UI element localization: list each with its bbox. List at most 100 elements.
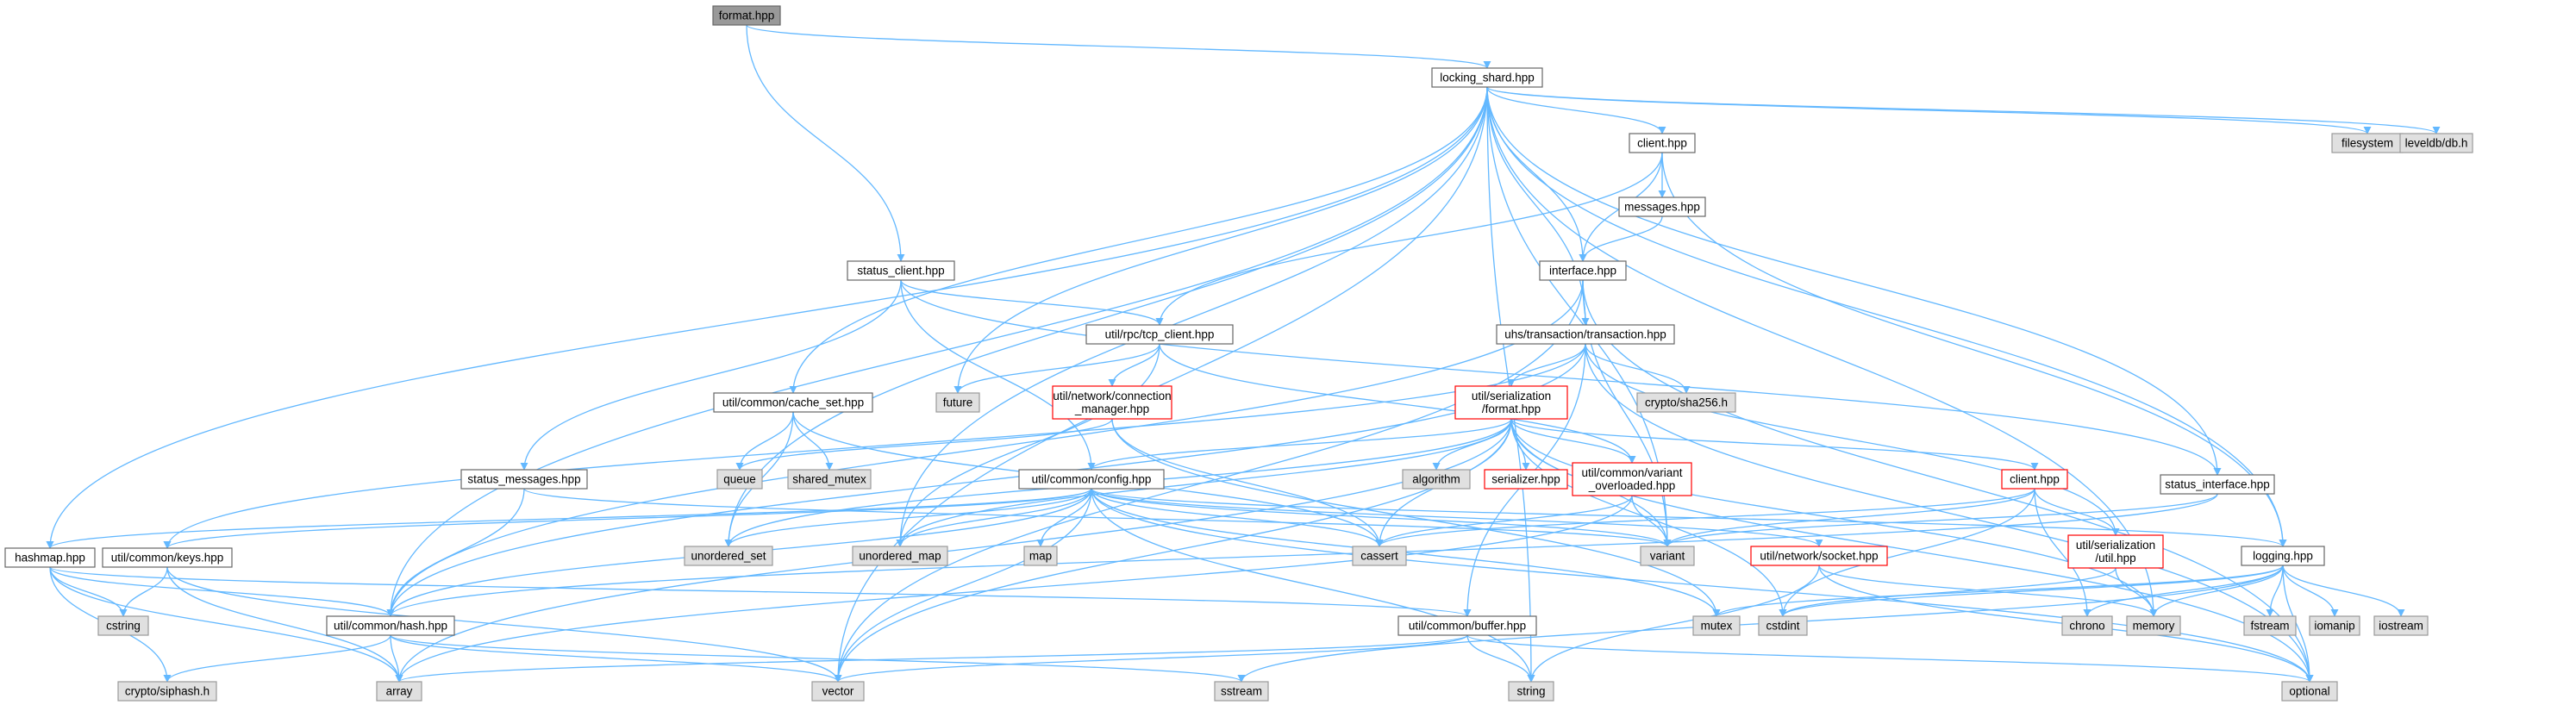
node-cassert: cassert (1352, 546, 1407, 566)
node-hash[interactable]: util/common/hash.hpp (326, 615, 455, 636)
node-serializer[interactable]: serializer.hpp (1484, 469, 1568, 490)
node-box (2309, 615, 2360, 636)
node-client-red[interactable]: client.hpp (2001, 469, 2068, 490)
edge-ser_format-to-memory (1510, 418, 2158, 617)
node-logging[interactable]: logging.hpp (2241, 546, 2325, 566)
edge-client_red-to-variant (1663, 488, 2035, 547)
node-label: _manager.hpp (1074, 402, 1149, 415)
node-mutex: mutex (1692, 615, 1741, 636)
edge-interface-to-optional (1582, 279, 2314, 683)
edge-keys-to-vector (166, 566, 842, 683)
node-status-interface[interactable]: status_interface.hpp (2160, 474, 2275, 495)
edge-hashmap-to-cstring (49, 566, 128, 617)
edge-status_client-to-config (900, 279, 1096, 471)
node-label: util/common/cache_set.hpp (722, 396, 864, 409)
node-label: locking_shard.hpp (1440, 72, 1535, 84)
node-box (811, 681, 865, 702)
edge-locking_shard-to-memory (1486, 86, 2158, 617)
edge-hash-to-siphash (163, 634, 391, 683)
edge-interface-to-hash (386, 279, 1584, 617)
edge-config-to-string (1091, 488, 1535, 683)
node-algorithm: algorithm (1402, 469, 1471, 490)
node-ser-util[interactable]: util/serialization/util.hpp (2067, 534, 2164, 569)
edge-variant_overloaded-to-cassert (1375, 495, 1633, 547)
node-box (1454, 385, 1568, 420)
node-box (326, 615, 455, 636)
node-label: serializer.hpp (1491, 473, 1560, 486)
node-label: util/common/config.hpp (1032, 473, 1152, 486)
edge-config-to-cassert (1091, 488, 1384, 547)
edge-conn_mgr-to-queue (735, 418, 1113, 471)
node-label: interface.hpp (1549, 265, 1616, 278)
edge-config-to-keys (163, 488, 1092, 549)
node-string: string (1508, 681, 1554, 702)
node-transaction[interactable]: uhs/transaction/transaction.hpp (1496, 324, 1675, 345)
node-format-hpp[interactable]: format.hpp (712, 5, 781, 26)
node-locking-shard[interactable]: locking_shard.hpp (1431, 67, 1543, 88)
edge-ser_format-to-cstdint (1510, 418, 1787, 617)
node-label: optional (2289, 685, 2329, 698)
node-socket[interactable]: util/network/socket.hpp (1750, 546, 1888, 566)
node-label: vector (822, 685, 854, 698)
node-box (2243, 615, 2297, 636)
node-label: chrono (2069, 620, 2104, 633)
node-conn-mgr[interactable]: util/network/connection_manager.hpp (1052, 385, 1172, 420)
node-box (713, 392, 873, 413)
edge-format_hpp-to-status_client (746, 24, 905, 262)
node-label: cassert (1360, 550, 1398, 563)
node-fstream: fstream (2243, 615, 2297, 636)
edge-client_hpp-to-logging (1661, 152, 2287, 547)
node-config[interactable]: util/common/config.hpp (1018, 469, 1165, 490)
node-box (2281, 681, 2338, 702)
edge-socket-to-memory (1818, 565, 2158, 617)
edge-status_messages-to-hash (386, 488, 525, 617)
edge-ser_format-to-variant_overloaded (1510, 418, 1636, 464)
edge-keys-to-array (166, 566, 403, 683)
edge-status_interface-to-variant (1663, 493, 2218, 547)
node-buffer[interactable]: util/common/buffer.hpp (1397, 615, 1537, 636)
node-label: util/serialization (1472, 390, 1551, 402)
node-keys[interactable]: util/common/keys.hpp (102, 547, 233, 568)
node-box (2160, 474, 2275, 495)
node-tcp-client[interactable]: util/rpc/tcp_client.hpp (1085, 324, 1234, 345)
node-label: status_messages.hpp (467, 473, 580, 486)
node-box (1618, 197, 1706, 217)
node-box (1397, 615, 1537, 636)
node-label: variant (1650, 550, 1685, 563)
node-label: messages.hpp (1624, 201, 1700, 214)
edge-client_red-to-cassert (1375, 488, 2035, 547)
edge-buffer-to-vector (834, 634, 1468, 683)
node-unordered-set: unordered_set (684, 546, 773, 566)
edge-variant_overloaded-to-array (395, 495, 1633, 683)
node-variant-overloaded[interactable]: util/common/variant_overloaded.hpp (1572, 462, 1692, 496)
node-hashmap[interactable]: hashmap.hpp (4, 547, 96, 568)
node-optional: optional (2281, 681, 2338, 702)
edge-ser_format-to-unordered_map (896, 418, 1512, 547)
edge-config-to-logging (1091, 488, 2287, 547)
node-memory: memory (2126, 615, 2181, 636)
node-box (4, 547, 96, 568)
node-chrono: chrono (2061, 615, 2113, 636)
node-client-hpp[interactable]: client.hpp (1629, 133, 1696, 153)
node-cache-set[interactable]: util/common/cache_set.hpp (713, 392, 873, 413)
node-label: /util.hpp (2095, 552, 2135, 565)
node-box (1496, 324, 1675, 345)
node-status-messages[interactable]: status_messages.hpp (460, 469, 588, 490)
node-box (1214, 681, 1269, 702)
node-box (684, 546, 773, 566)
node-label: util/common/variant (1581, 466, 1682, 479)
node-label: sstream (1221, 685, 1262, 698)
node-messages[interactable]: messages.hpp (1618, 197, 1706, 217)
node-label: logging.hpp (2253, 550, 2313, 563)
nodes-layer: format.hpp locking_shard.hpp client.hpp mes… (4, 5, 2473, 702)
edge-client_hpp-to-tcp_client (1155, 152, 1663, 326)
edge-format_hpp-to-locking_shard (746, 24, 1491, 69)
node-label: /format.hpp (1482, 402, 1541, 415)
node-status-client[interactable]: status_client.hpp (847, 260, 955, 281)
edge-messages-to-interface (1579, 215, 1663, 262)
node-label: hashmap.hpp (15, 552, 85, 565)
node-box (2061, 615, 2113, 636)
node-ser-format[interactable]: util/serialization/format.hpp (1454, 385, 1568, 420)
node-interface[interactable]: interface.hpp (1539, 260, 1627, 281)
node-label: filesystem (2342, 137, 2393, 150)
